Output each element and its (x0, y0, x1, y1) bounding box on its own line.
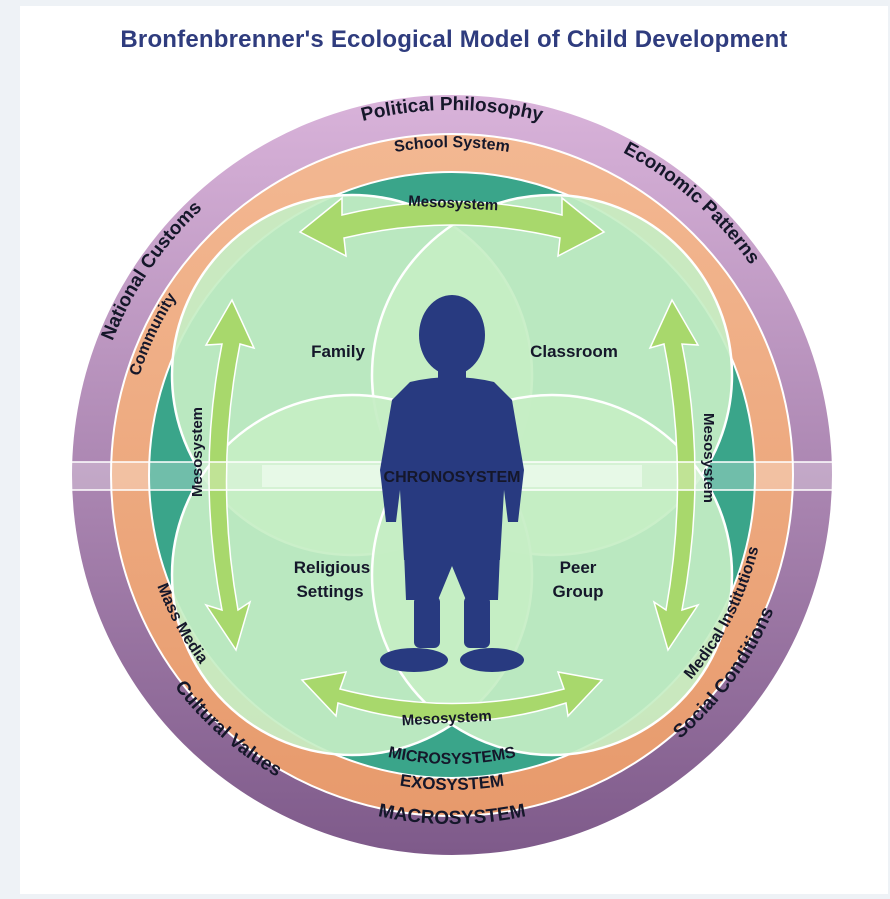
religious-label: Religious (294, 558, 371, 577)
peer-label: Peer (560, 558, 597, 577)
settings-label: Settings (296, 582, 363, 601)
mesosystem-label-top: Mesosystem (408, 193, 499, 215)
mesosystem-label-right: Mesosystem (700, 413, 717, 503)
mesosystem-label-bottom: Mesosystem (401, 708, 492, 730)
mesosystem-label-left: Mesosystem (189, 407, 206, 497)
family-label: Family (311, 342, 365, 361)
group-label: Group (553, 582, 604, 601)
classroom-label: Classroom (530, 342, 618, 361)
mesosystem-arrow-top (298, 196, 606, 258)
diagram-title: Bronfenbrenner's Ecological Model of Chi… (120, 26, 788, 53)
chronosystem-label: CHRONOSYSTEM (384, 469, 521, 486)
mesosystem-arrow-bottom (300, 671, 604, 723)
exosystem-label: EXOSYSTEM (399, 771, 505, 794)
mesosystem-arrow-right (648, 298, 700, 652)
mesosystem-arrow-left (204, 298, 256, 652)
child-silhouette (380, 295, 524, 672)
mesosystem-arrows (204, 196, 700, 723)
